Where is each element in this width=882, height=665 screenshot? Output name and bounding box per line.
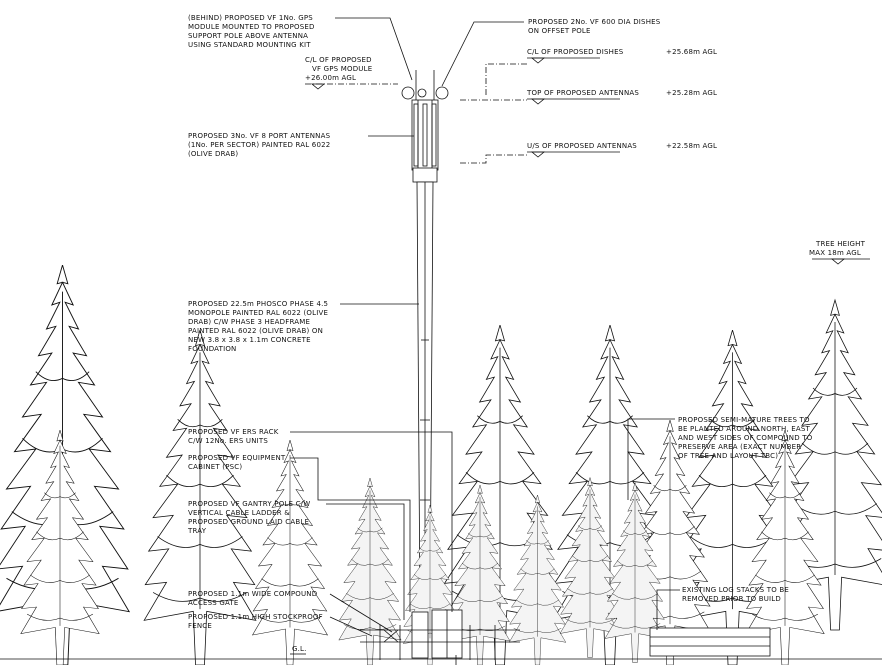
svg-text:FOUNDATION: FOUNDATION — [188, 345, 237, 353]
svg-text:PROPOSED VF GANTRY POLE C/W: PROPOSED VF GANTRY POLE C/W — [188, 500, 310, 508]
log-stacks — [649, 627, 771, 657]
svg-text:PROPOSED 1.1m WIDE COMPOUND: PROPOSED 1.1m WIDE COMPOUND — [188, 590, 317, 598]
callout-ers-rack: PROPOSED VF ERS RACK C/W 12No. ERS UNITS — [188, 428, 453, 612]
svg-text:MONOPOLE PAINTED RAL 6022 (OLI: MONOPOLE PAINTED RAL 6022 (OLIVE — [188, 309, 328, 317]
svg-text:PROPOSED 22.5m PHOSCO PHASE 4.: PROPOSED 22.5m PHOSCO PHASE 4.5 — [188, 300, 328, 308]
svg-text:U/S OF PROPOSED ANTENNAS: U/S OF PROPOSED ANTENNAS — [527, 142, 637, 150]
svg-text:(1No. PER SECTOR) PAINTED RAL: (1No. PER SECTOR) PAINTED RAL 6022 — [188, 141, 330, 149]
level-gps: C/L OF PROPOSED VF GPS MODULE +26.00m AG… — [305, 56, 398, 90]
svg-text:REMOVED PRIOR TO BUILD: REMOVED PRIOR TO BUILD — [682, 595, 781, 603]
svg-text:(OLIVE DRAB): (OLIVE DRAB) — [188, 150, 238, 158]
callout-gps-module: (BEHIND) PROPOSED VF 1No. GPS MODULE MOU… — [188, 14, 413, 81]
level-top-antennas: TOP OF PROPOSED ANTENNAS +25.28m AGL — [460, 89, 717, 105]
svg-text:DRAB) C/W PHASE 3 HEADFRAME: DRAB) C/W PHASE 3 HEADFRAME — [188, 318, 310, 326]
svg-text:C/L OF PROPOSED: C/L OF PROPOSED — [305, 56, 372, 64]
svg-text:NEW 3.8 x 3.8 x 1.1m CONCRETE: NEW 3.8 x 3.8 x 1.1m CONCRETE — [188, 336, 311, 344]
svg-text:PROPOSED 1.1m HIGH STOCKPROOF: PROPOSED 1.1m HIGH STOCKPROOF — [188, 613, 323, 621]
dishes — [417, 70, 449, 100]
svg-text:FENCE: FENCE — [188, 622, 212, 630]
svg-text:(BEHIND) PROPOSED VF 1No. GPS: (BEHIND) PROPOSED VF 1No. GPS — [188, 14, 313, 22]
callout-access-gate: PROPOSED 1.1m WIDE COMPOUND ACCESS GATE — [188, 590, 393, 633]
svg-text:BE PLANTED AROUND NORTH, EAST: BE PLANTED AROUND NORTH, EAST — [678, 425, 811, 433]
svg-text:PROPOSED 2No. VF 600 DIA DISHE: PROPOSED 2No. VF 600 DIA DISHES — [528, 18, 661, 26]
antenna-panels — [413, 103, 437, 167]
ers-rack — [411, 611, 429, 659]
svg-text:PAINTED RAL 6022 (OLIVE DRAB): PAINTED RAL 6022 (OLIVE DRAB) ON — [188, 327, 323, 335]
svg-text:PROPOSED GROUND LAID CABLE: PROPOSED GROUND LAID CABLE — [188, 518, 309, 526]
svg-text:PROPOSED VF EQUIPMENT: PROPOSED VF EQUIPMENT — [188, 454, 286, 462]
callout-fence: PROPOSED 1.1m HIGH STOCKPROOF FENCE — [188, 613, 373, 637]
svg-text:PRESERVE AREA (EXACT NUMBER: PRESERVE AREA (EXACT NUMBER — [678, 443, 801, 451]
compound-fence — [360, 625, 520, 660]
level-dishes: C/L OF PROPOSED DISHES +25.68m AGL — [485, 48, 717, 95]
existing-trees-right — [442, 299, 882, 665]
svg-text:+25.28m AGL: +25.28m AGL — [666, 89, 717, 97]
callout-log-stacks: EXISTING LOG STACKS TO BE REMOVED PRIOR … — [656, 586, 789, 630]
callout-antennas: PROPOSED 3No. VF 8 PORT ANTENNAS (1No. P… — [188, 132, 414, 158]
level-underside-antennas: U/S OF PROPOSED ANTENNAS +22.58m AGL — [460, 142, 717, 164]
ground-level-label: G.L. — [292, 645, 307, 653]
svg-text:MAX 18m AGL: MAX 18m AGL — [809, 249, 861, 257]
svg-text:PROPOSED SEMI-MATURE TREES TO: PROPOSED SEMI-MATURE TREES TO — [678, 416, 810, 424]
svg-text:USING STANDARD MOUNTING KIT: USING STANDARD MOUNTING KIT — [188, 41, 311, 49]
svg-text:CABINET (PSC): CABINET (PSC) — [188, 463, 242, 471]
svg-text:+25.68m AGL: +25.68m AGL — [666, 48, 717, 56]
svg-text:+22.58m AGL: +22.58m AGL — [666, 142, 717, 150]
callout-equipment-cabinet: PROPOSED VF EQUIPMENT CABINET (PSC) — [188, 454, 411, 612]
svg-text:C/W 12No. ERS UNITS: C/W 12No. ERS UNITS — [188, 437, 268, 445]
svg-text:EXISTING LOG STACKS TO BE: EXISTING LOG STACKS TO BE — [682, 586, 789, 594]
svg-text:AND WEST SIDES OF COMPOUND TO: AND WEST SIDES OF COMPOUND TO — [678, 434, 813, 442]
svg-text:VF GPS MODULE: VF GPS MODULE — [312, 65, 372, 73]
svg-text:PROPOSED 3No. VF 8 PORT ANTENN: PROPOSED 3No. VF 8 PORT ANTENNAS — [188, 132, 331, 140]
callout-dishes: PROPOSED 2No. VF 600 DIA DISHES ON OFFSE… — [441, 18, 661, 87]
svg-text:+26.00m AGL: +26.00m AGL — [305, 74, 356, 82]
gps-module — [401, 70, 417, 100]
svg-text:ON OFFSET POLE: ON OFFSET POLE — [528, 27, 591, 35]
svg-text:OF TREE AND LAYOUT TBC): OF TREE AND LAYOUT TBC) — [678, 452, 778, 460]
equipment-cabinet — [431, 609, 463, 659]
callout-proposed-trees: PROPOSED SEMI-MATURE TREES TO BE PLANTED… — [627, 416, 813, 500]
svg-text:TREE HEIGHT: TREE HEIGHT — [815, 240, 866, 248]
svg-text:TOP OF PROPOSED ANTENNAS: TOP OF PROPOSED ANTENNAS — [526, 89, 639, 97]
svg-text:SUPPORT POLE ABOVE ANTENNA: SUPPORT POLE ABOVE ANTENNA — [188, 32, 308, 40]
callout-gantry-pole: PROPOSED VF GANTRY POLE C/W VERTICAL CAB… — [187, 500, 405, 620]
svg-text:C/L OF PROPOSED DISHES: C/L OF PROPOSED DISHES — [527, 48, 624, 56]
svg-text:TRAY: TRAY — [187, 527, 207, 535]
svg-text:MODULE MOUNTED TO PROPOSED: MODULE MOUNTED TO PROPOSED — [188, 23, 315, 31]
svg-text:VERTICAL CABLE LADDER &: VERTICAL CABLE LADDER & — [188, 509, 290, 517]
svg-text:PROPOSED VF ERS RACK: PROPOSED VF ERS RACK — [188, 428, 279, 436]
callout-monopole: PROPOSED 22.5m PHOSCO PHASE 4.5 MONOPOLE… — [188, 300, 419, 353]
svg-text:ACCESS GATE: ACCESS GATE — [188, 599, 239, 607]
tree-height-marker: TREE HEIGHT MAX 18m AGL — [809, 240, 870, 265]
